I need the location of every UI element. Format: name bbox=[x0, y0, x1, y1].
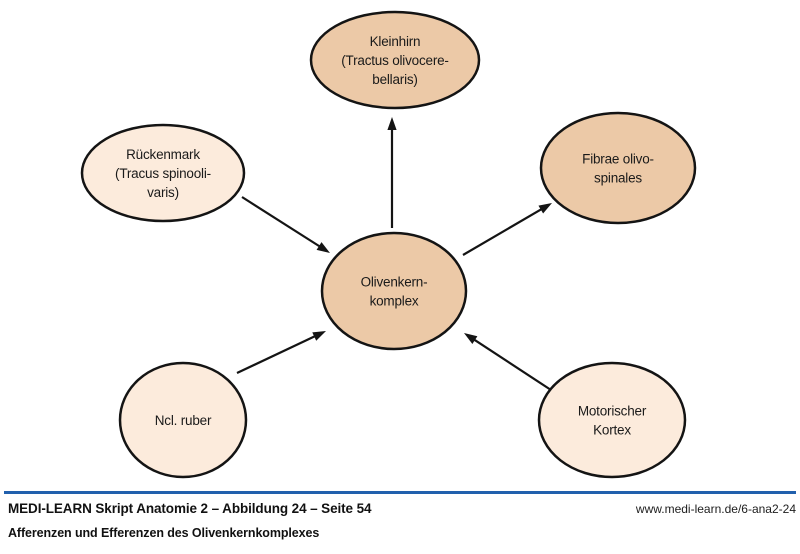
arrow-shaft bbox=[471, 337, 552, 391]
arrow-rueckenmark-to-olivenkernkomplex bbox=[241, 196, 330, 253]
arrow-shaft bbox=[236, 334, 318, 374]
figure-footer: MEDI-LEARN Skript Anatomie 2 – Abbildung… bbox=[0, 490, 800, 554]
footer-row: MEDI-LEARN Skript Anatomie 2 – Abbildung… bbox=[8, 501, 796, 516]
arrowhead-icon bbox=[464, 333, 478, 344]
source-line: MEDI-LEARN Skript Anatomie 2 – Abbildung… bbox=[8, 501, 372, 516]
arrow-olivenkernkomplex-to-kleinhirn bbox=[387, 117, 397, 228]
footer-rule bbox=[4, 491, 796, 494]
node-ellipse bbox=[320, 231, 468, 351]
node-ellipse bbox=[80, 123, 246, 223]
arrowhead-icon bbox=[538, 203, 552, 214]
node-label: Fibrae olivo-spinales bbox=[582, 152, 654, 186]
node-fibrae-olivospinales: Fibrae olivo-spinales bbox=[539, 111, 697, 225]
arrowhead-icon bbox=[387, 117, 397, 130]
figure-caption: Afferenzen und Efferenzen des Olivenkern… bbox=[8, 526, 320, 540]
node-label: Kleinhirn(Tractus olivocere-bellaris) bbox=[341, 34, 448, 87]
node-label: Olivenkern-komplex bbox=[361, 275, 428, 309]
arrowhead-icon bbox=[312, 331, 326, 341]
arrow-ncl-ruber-to-olivenkernkomplex bbox=[236, 331, 326, 374]
arrow-shaft bbox=[241, 196, 323, 249]
node-ellipse bbox=[539, 111, 697, 225]
node-kleinhirn: Kleinhirn(Tractus olivocere-bellaris) bbox=[309, 10, 481, 110]
arrow-olivenkernkomplex-to-fibrae-olivospinales bbox=[462, 203, 552, 256]
node-ellipse bbox=[118, 361, 248, 479]
figure-url: www.medi-learn.de/6-ana2-24 bbox=[635, 502, 796, 516]
node-olivenkernkomplex: Olivenkern-komplex bbox=[320, 231, 468, 351]
node-label: Rückenmark(Tracus spinooli-varis) bbox=[115, 147, 211, 200]
arrow-motorischer-kortex-to-olivenkernkomplex bbox=[464, 333, 552, 391]
node-ellipse bbox=[309, 10, 481, 110]
node-ellipse bbox=[537, 361, 687, 479]
olivenkernkomplex-diagram: Kleinhirn(Tractus olivocere-bellaris) Rüc… bbox=[80, 10, 697, 479]
arrow-shaft bbox=[462, 207, 544, 256]
node-ncl-ruber: Ncl. ruber bbox=[118, 361, 248, 479]
arrowhead-icon bbox=[316, 242, 330, 253]
node-rueckenmark: Rückenmark(Tracus spinooli-varis) bbox=[80, 123, 246, 223]
node-label: Ncl. ruber bbox=[155, 413, 212, 428]
